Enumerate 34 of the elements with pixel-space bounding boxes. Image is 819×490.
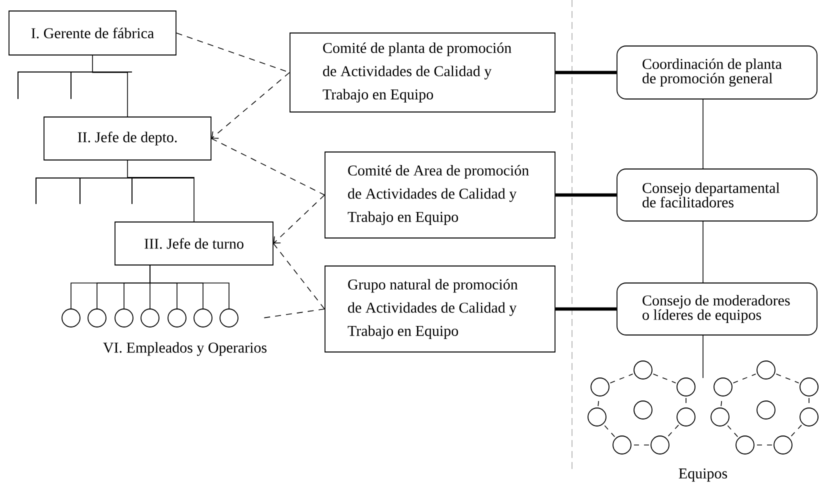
dashed-link bbox=[211, 72, 290, 139]
dashed-link bbox=[273, 243, 325, 310]
rank-box: I. Gerente de fábrica bbox=[8, 10, 176, 56]
connector-line bbox=[555, 70, 617, 74]
employee-circle bbox=[194, 308, 212, 328]
dashed-link bbox=[211, 138, 325, 196]
employee-circle bbox=[114, 308, 134, 328]
employee-circle bbox=[140, 308, 160, 328]
caption-text: VI. Empleados y Operarios bbox=[103, 342, 267, 356]
committee-box: Grupo natural de promoción de Actividades de Calidad y Trabajo en Equipo bbox=[324, 266, 556, 352]
team-drawing bbox=[710, 360, 818, 454]
council-box: Consejo de moderadores o líderes de equipos bbox=[616, 282, 818, 336]
council-box: Consejo departamental de facilitadores bbox=[616, 168, 818, 222]
connector-line bbox=[150, 264, 230, 309]
connector-line bbox=[555, 193, 617, 197]
connector-line bbox=[702, 99, 704, 169]
connector-line bbox=[127, 160, 194, 222]
rank-box: II. Jefe de depto. bbox=[44, 116, 212, 160]
committee-box: Comité de planta de promoción de Actividades de Calidad y Trabajo en Equipo bbox=[290, 32, 556, 112]
dashed-link bbox=[262, 308, 325, 318]
connector-line bbox=[702, 335, 704, 378]
council-box: Coordinación de planta de promoción general bbox=[616, 46, 818, 100]
caption-text: Equipos bbox=[678, 468, 728, 482]
connector-line bbox=[702, 221, 704, 283]
employee-circle bbox=[62, 308, 80, 328]
rank-box: III. Jefe de turno bbox=[114, 222, 274, 266]
employee-circle bbox=[168, 308, 186, 328]
employee-circle bbox=[88, 308, 106, 328]
dashed-link bbox=[273, 194, 325, 244]
connector-line bbox=[92, 55, 128, 117]
committee-box: Comité de Area de promoción de Actividades de Calidad y Trabajo en Equipo bbox=[324, 152, 556, 238]
connector-line bbox=[555, 307, 617, 311]
employee-circle bbox=[220, 308, 238, 328]
team-drawing bbox=[588, 360, 696, 454]
